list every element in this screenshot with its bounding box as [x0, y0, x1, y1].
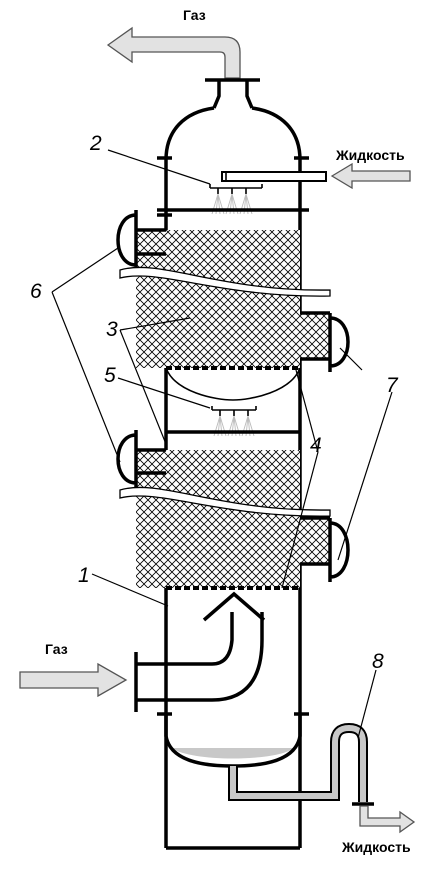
lower-bed-break: [119, 486, 331, 517]
liquid-outlet-label: Жидкость: [341, 839, 411, 855]
leader-1: [91, 573, 169, 607]
liquid-inlet-label: Жидкость: [335, 147, 405, 163]
redistributor: [211, 406, 257, 416]
liquid-inlet-arrow: [330, 162, 411, 190]
liquid-inlet-pipe: [221, 171, 327, 182]
leader-6: [51, 247, 121, 463]
bottom-liquid-pool: [172, 748, 294, 759]
label-1: 1: [78, 564, 90, 587]
upper-redistributor-dish: [165, 367, 301, 401]
manhole-upper-left: [116, 210, 166, 270]
liquid-outlet-pipe-inner: [230, 724, 366, 802]
upper-packing-bed: [136, 230, 300, 368]
leader-2: [107, 149, 211, 185]
label-2: 2: [89, 132, 102, 155]
label-7: 7: [386, 374, 399, 397]
leader-5: [117, 377, 211, 409]
label-3: 3: [106, 318, 118, 341]
leader-4: [281, 369, 319, 589]
leader-8: [357, 669, 377, 739]
top-dome: [164, 106, 302, 208]
label-4: 4: [310, 434, 322, 457]
lower-spray: [213, 415, 255, 437]
gas-outlet-arrow: [106, 26, 241, 79]
label-5: 5: [104, 364, 116, 387]
top-nozzle: [212, 80, 254, 109]
upper-distributor: [209, 172, 263, 194]
gas-deflector: [202, 591, 266, 622]
manhole-upper-right: [300, 311, 350, 372]
label-6: 6: [30, 280, 42, 303]
label-8: 8: [372, 650, 384, 673]
lower-packing-side-port: [300, 518, 330, 564]
manhole-lower-right: [300, 516, 350, 582]
lower-packing-bed: [136, 450, 300, 588]
manhole-lower-left: [116, 430, 166, 488]
gas-outlet-label: Газ: [183, 7, 206, 23]
gas-inlet-pipe: [134, 612, 264, 712]
upper-bed-break: [119, 266, 331, 297]
upper-packing-side-port: [300, 313, 330, 359]
liquid-outlet-arrow: [359, 805, 416, 834]
gas-inlet-label: Газ: [45, 641, 68, 657]
upper-spray: [211, 193, 253, 215]
leader-7: [337, 347, 393, 561]
leader-3: [119, 317, 191, 445]
gas-inlet-arrow: [19, 662, 128, 698]
